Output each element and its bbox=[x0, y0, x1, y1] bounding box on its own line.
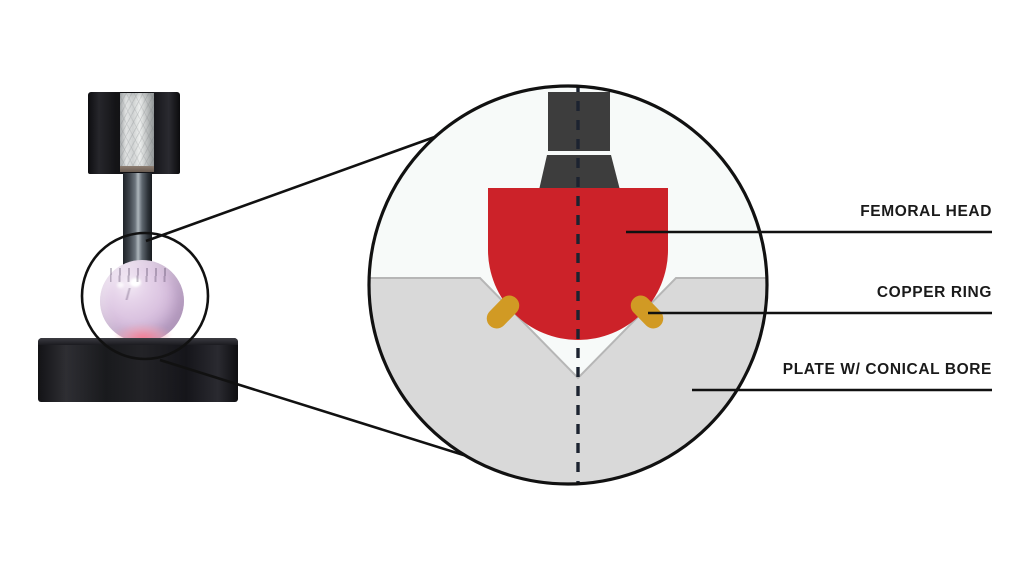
magnifier-outline bbox=[367, 84, 769, 486]
label-femoral-head: FEMORAL HEAD bbox=[860, 203, 992, 220]
ball-specular-highlight bbox=[130, 278, 141, 287]
copper-ring-left bbox=[486, 295, 520, 329]
metal-core-bottom-edge bbox=[120, 166, 154, 172]
ball-hairline-crack bbox=[108, 288, 152, 300]
metal-core bbox=[120, 93, 154, 172]
copper-ring-right bbox=[630, 295, 664, 329]
callout-line-bottom bbox=[159, 358, 490, 465]
ball-highlight-secondary bbox=[117, 282, 124, 288]
compression-test-photograph bbox=[38, 92, 238, 402]
magnifier-contents bbox=[369, 86, 767, 484]
photo-detail-circle bbox=[80, 231, 210, 361]
label-copper-ring: COPPER RING bbox=[876, 284, 992, 301]
femoral-head-sphere bbox=[488, 188, 668, 340]
plate-with-conical-bore bbox=[369, 277, 767, 484]
label-plate-conical-bore: PLATE W/ CONICAL BORE bbox=[782, 361, 992, 378]
base-plate bbox=[38, 338, 238, 402]
base-plate-top-edge bbox=[38, 338, 238, 345]
metal-core-texture bbox=[120, 93, 154, 172]
loading-punch-tip bbox=[539, 155, 620, 190]
callout-line-top bbox=[145, 119, 480, 243]
ball-pencil-marking bbox=[110, 268, 172, 282]
